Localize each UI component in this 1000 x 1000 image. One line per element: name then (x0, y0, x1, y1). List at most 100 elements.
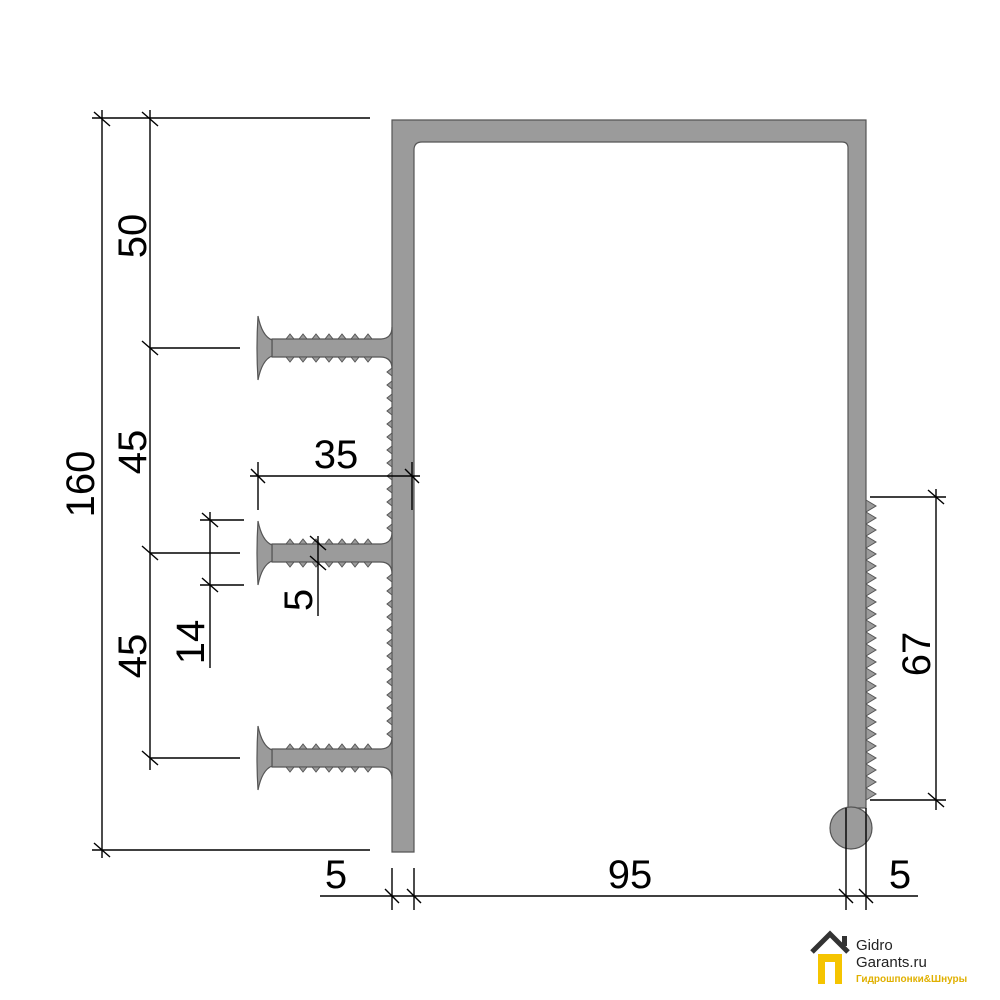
anchor-tooth (284, 743, 296, 750)
wall-rib (386, 572, 393, 584)
anchor-tooth (284, 538, 296, 545)
anchor-tooth (310, 743, 322, 750)
logo-line3: Гидрошпонки&Шнуры (856, 974, 967, 985)
wall-rib (386, 483, 393, 495)
serration-tooth (865, 571, 877, 585)
anchor-tooth (349, 743, 361, 750)
anchor-tooth (362, 538, 374, 545)
anchor-head (256, 315, 273, 381)
serration-tooth (865, 763, 877, 777)
anchor-tooth (284, 561, 296, 568)
anchor-tooth (310, 766, 322, 773)
anchor-tooth (297, 766, 309, 773)
wall-rib (386, 728, 393, 740)
anchor-tooth (323, 743, 335, 750)
anchor-head (256, 520, 273, 586)
wall-rib (386, 598, 393, 610)
serration-tooth (865, 691, 877, 705)
wall-rib (386, 496, 393, 508)
wall-rib (386, 366, 393, 378)
anchor-3 (256, 725, 393, 791)
anchor-tooth (297, 356, 309, 363)
dim-anchor-stem: 5 (277, 589, 321, 611)
serration-tooth (865, 547, 877, 561)
anchor-tooth (362, 561, 374, 568)
anchor-2 (256, 520, 393, 586)
wall-rib (386, 585, 393, 597)
anchor-tooth (362, 766, 374, 773)
serration-tooth (865, 535, 877, 549)
logo-line1: Gidro (856, 937, 893, 954)
serration-tooth (865, 775, 877, 789)
wall-rib (386, 522, 393, 534)
dimension-labels: 160 50 45 45 35 14 5 67 5 95 5 (59, 214, 939, 897)
wall-rib (386, 379, 393, 391)
anchor-tooth (336, 743, 348, 750)
anchor-tooth (284, 333, 296, 340)
serration-tooth (865, 607, 877, 621)
anchor-tooth (310, 356, 322, 363)
dim-mid-section-upper: 45 (111, 430, 155, 475)
anchor-tooth (310, 333, 322, 340)
anchor-tooth (323, 538, 335, 545)
dim-anchor-length: 35 (314, 433, 359, 477)
dim-serrated-length: 67 (895, 632, 939, 677)
serration-tooth (865, 511, 877, 525)
wall-rib (386, 611, 393, 623)
dim-left-wall: 5 (325, 853, 347, 897)
serration-tooth (865, 667, 877, 681)
anchor-tooth (297, 538, 309, 545)
wall-rib (386, 431, 393, 443)
wall-rib (386, 650, 393, 662)
serration-tooth (865, 499, 877, 513)
anchor-tooth (284, 356, 296, 363)
anchor-tooth (336, 356, 348, 363)
serration-tooth (865, 643, 877, 657)
anchor-stem (271, 531, 393, 575)
anchor-tooth (336, 333, 348, 340)
dim-anchor-head: 14 (169, 620, 213, 665)
serration-tooth (865, 619, 877, 633)
logo-line2: Garants.ru (856, 954, 927, 971)
anchor-tooth (336, 538, 348, 545)
dim-top-section: 50 (111, 214, 155, 259)
serration-tooth (865, 583, 877, 597)
anchor-tooth (362, 743, 374, 750)
anchor-stem (271, 736, 393, 780)
serration-tooth (865, 655, 877, 669)
wall-rib (386, 418, 393, 430)
anchor-tooth (323, 356, 335, 363)
anchor-tooth (349, 561, 361, 568)
wall-rib (386, 509, 393, 521)
dim-mid-section-lower: 45 (111, 634, 155, 679)
right-serrations (865, 499, 877, 801)
anchor-1 (256, 315, 393, 381)
anchor-tooth (349, 766, 361, 773)
serration-tooth (865, 703, 877, 717)
dim-inner-width: 95 (608, 853, 653, 897)
anchor-tooth (349, 538, 361, 545)
wall-rib (386, 702, 393, 714)
logo: Gidro Garants.ru Гидрошпонки&Шнуры (810, 930, 967, 985)
serration-tooth (865, 559, 877, 573)
anchor-head (256, 725, 273, 791)
wall-ribs (386, 366, 393, 740)
house-icon (810, 930, 850, 984)
anchor-tooth (362, 333, 374, 340)
anchor-tooth (362, 356, 374, 363)
anchor-tooth (323, 561, 335, 568)
anchor-tooth (349, 333, 361, 340)
anchors (256, 315, 393, 791)
wall-rib (386, 392, 393, 404)
dimension-lines (92, 110, 946, 910)
anchor-tooth (297, 561, 309, 568)
anchor-tooth (336, 766, 348, 773)
anchor-tooth (349, 356, 361, 363)
serration-tooth (865, 631, 877, 645)
wall-rib (386, 676, 393, 688)
serration-tooth (865, 787, 877, 801)
profile-shape (256, 119, 877, 853)
serration-tooth (865, 751, 877, 765)
anchor-stem (271, 326, 393, 370)
